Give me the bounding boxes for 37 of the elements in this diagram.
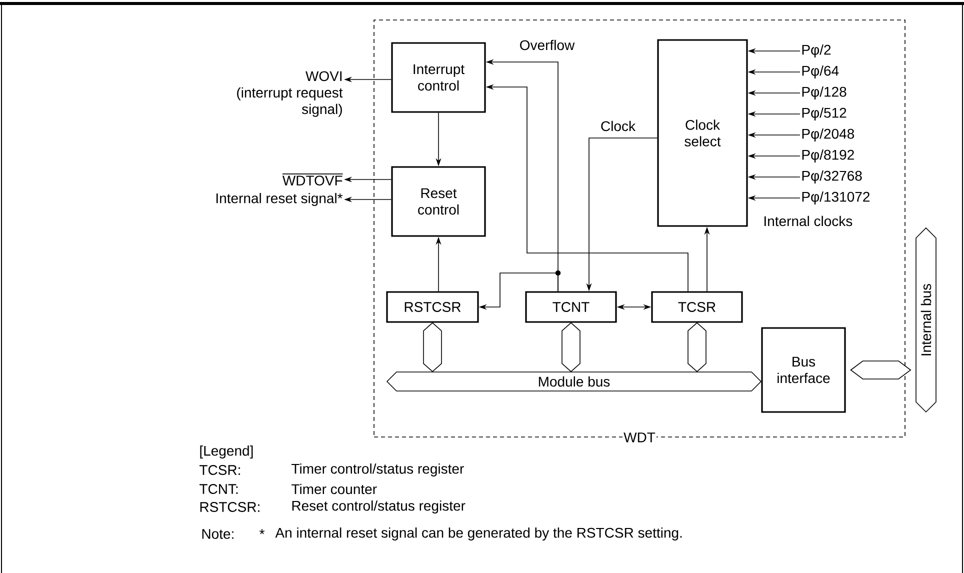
block-box: Interrupt control — [391, 42, 486, 113]
block-box: Clock select — [657, 39, 748, 227]
legend-description: Timer counter — [292, 484, 377, 494]
signal-label: Internal reset signal* — [216, 192, 343, 206]
register-box: TCSR — [651, 291, 743, 323]
edge-label: Clock — [600, 120, 636, 132]
legend-term: TCNT: — [200, 484, 238, 494]
bus-connector — [562, 322, 580, 372]
clock-label: Pφ/2 — [802, 44, 831, 58]
clock-label: Pφ/32768 — [802, 170, 862, 184]
signal-label: WDTOVF — [282, 174, 344, 186]
bus-connector — [688, 322, 706, 372]
edge-label: Overflow — [518, 38, 576, 52]
legend-heading: [Legend] — [200, 445, 253, 459]
group-label: Internal clocks — [764, 216, 852, 226]
bus-band: Internal bus — [916, 227, 936, 413]
bus-band: Module bus — [386, 372, 762, 392]
legend-description: Timer control/status register — [292, 463, 464, 477]
legend-description: Reset control/status register — [292, 500, 466, 514]
footnote-mark: * — [260, 529, 265, 534]
block-box: Reset control — [391, 166, 486, 237]
bus-connector — [423, 322, 442, 372]
clock-label: Pφ/8192 — [802, 149, 854, 163]
signal-label: WOVI (interrupt request signal) — [237, 71, 343, 117]
legend-term: TCSR: — [200, 465, 240, 475]
register-box: TCNT — [525, 291, 617, 323]
block-box: Bus interface — [761, 327, 846, 413]
legend-term: RSTCSR: — [200, 502, 260, 512]
register-box: RSTCSR — [386, 291, 479, 323]
clock-label: Pφ/131072 — [802, 191, 870, 205]
note-label: Note: — [202, 529, 234, 539]
note-text: An internal reset signal can be generated by the RSTCSR setting. — [275, 527, 682, 541]
clock-label: Pφ/128 — [802, 86, 846, 100]
clock-label: Pφ/512 — [802, 107, 846, 121]
clock-label: Pφ/64 — [802, 65, 839, 79]
clock-label: Pφ/2048 — [802, 128, 854, 142]
bus-connector — [850, 360, 912, 380]
